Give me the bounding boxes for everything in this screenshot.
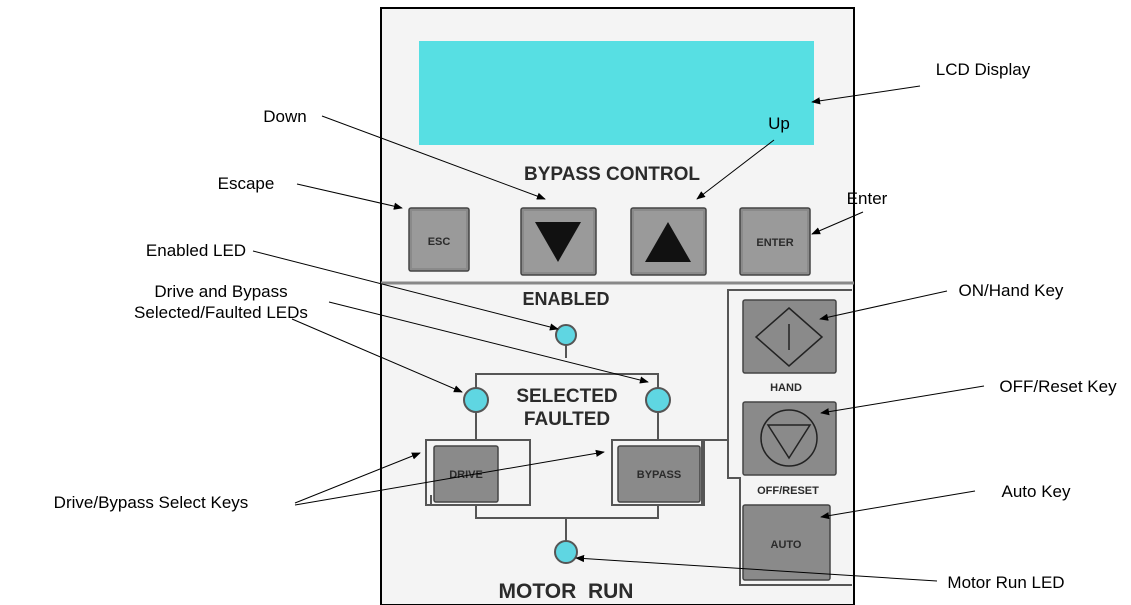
callout-up: Up	[768, 114, 790, 133]
bypass-key[interactable]: BYPASS	[611, 439, 705, 506]
leader-auto-key	[820, 490, 976, 520]
auto-key[interactable]: AUTO	[742, 504, 831, 581]
callout-drive-bypass-leds-line2: Selected/Faulted LEDs	[134, 303, 308, 322]
callout-auto-key: Auto Key	[1002, 482, 1071, 501]
motor-run-label: MOTOR RUN	[499, 580, 634, 603]
leader-down	[321, 115, 546, 200]
callouts: LCD Display Up Down Escape Enter Enabled…	[54, 60, 1117, 592]
callout-escape: Escape	[218, 174, 275, 193]
leader-bypass-key	[294, 449, 605, 506]
down-key[interactable]	[520, 207, 597, 276]
leader-lcd-display	[811, 85, 921, 105]
callout-off-reset-key: OFF/Reset Key	[999, 377, 1117, 396]
leader-motor-run-led	[575, 554, 938, 582]
bypass-selected-led	[645, 387, 671, 413]
selected-label: SELECTED	[516, 386, 617, 407]
auto-key-label: AUTO	[771, 539, 802, 551]
callout-lcd-display: LCD Display	[936, 60, 1031, 79]
callout-motor-run-led: Motor Run LED	[947, 573, 1064, 592]
callout-enter: Enter	[847, 189, 888, 208]
faulted-label: FAULTED	[524, 409, 610, 430]
drive-selected-led	[463, 387, 489, 413]
drive-key[interactable]: DRIVE	[425, 439, 531, 506]
leader-drive-led	[291, 318, 463, 393]
motor-run-led	[554, 540, 578, 564]
up-arrow-icon	[645, 222, 691, 262]
callout-enabled-led: Enabled LED	[146, 241, 246, 260]
leader-drive-key	[294, 452, 421, 504]
right-key-frame	[727, 289, 852, 586]
up-key[interactable]	[630, 207, 707, 276]
leader-enabled-led	[252, 250, 559, 331]
enabled-label: ENABLED	[522, 289, 609, 309]
callout-on-hand-key: ON/Hand Key	[959, 281, 1064, 300]
leader-up	[696, 139, 775, 200]
drive-key-label: DRIVE	[449, 469, 483, 481]
leader-enter	[811, 211, 864, 235]
keypad-panel: BYPASS CONTROL ESC ENTER ENABLED	[380, 7, 855, 605]
callout-select-keys: Drive/Bypass Select Keys	[54, 493, 249, 512]
down-arrow-icon	[535, 222, 581, 262]
callout-down: Down	[263, 107, 306, 126]
esc-key[interactable]: ESC	[408, 207, 470, 272]
enter-key[interactable]: ENTER	[739, 207, 811, 276]
callout-drive-bypass-leds-line1: Drive and Bypass	[154, 282, 287, 301]
leader-off-reset-key	[820, 385, 985, 416]
select-key-trace	[430, 289, 852, 548]
lcd-display	[419, 41, 814, 145]
hand-label: HAND	[770, 382, 802, 394]
hand-key[interactable]	[742, 299, 837, 374]
leader-bypass-led	[328, 301, 649, 384]
panel-title: BYPASS CONTROL	[524, 164, 700, 185]
leader-on-hand-key	[819, 290, 948, 321]
on-hand-icon	[754, 307, 824, 367]
led-trace	[475, 345, 659, 388]
off-reset-icon	[766, 424, 812, 460]
bypass-key-label: BYPASS	[637, 469, 681, 481]
off-reset-label: OFF/RESET	[757, 485, 819, 497]
esc-key-label: ESC	[428, 236, 451, 248]
enabled-led	[555, 324, 577, 346]
leader-escape	[296, 183, 403, 210]
enter-key-label: ENTER	[756, 237, 793, 249]
off-reset-key[interactable]	[742, 401, 837, 476]
